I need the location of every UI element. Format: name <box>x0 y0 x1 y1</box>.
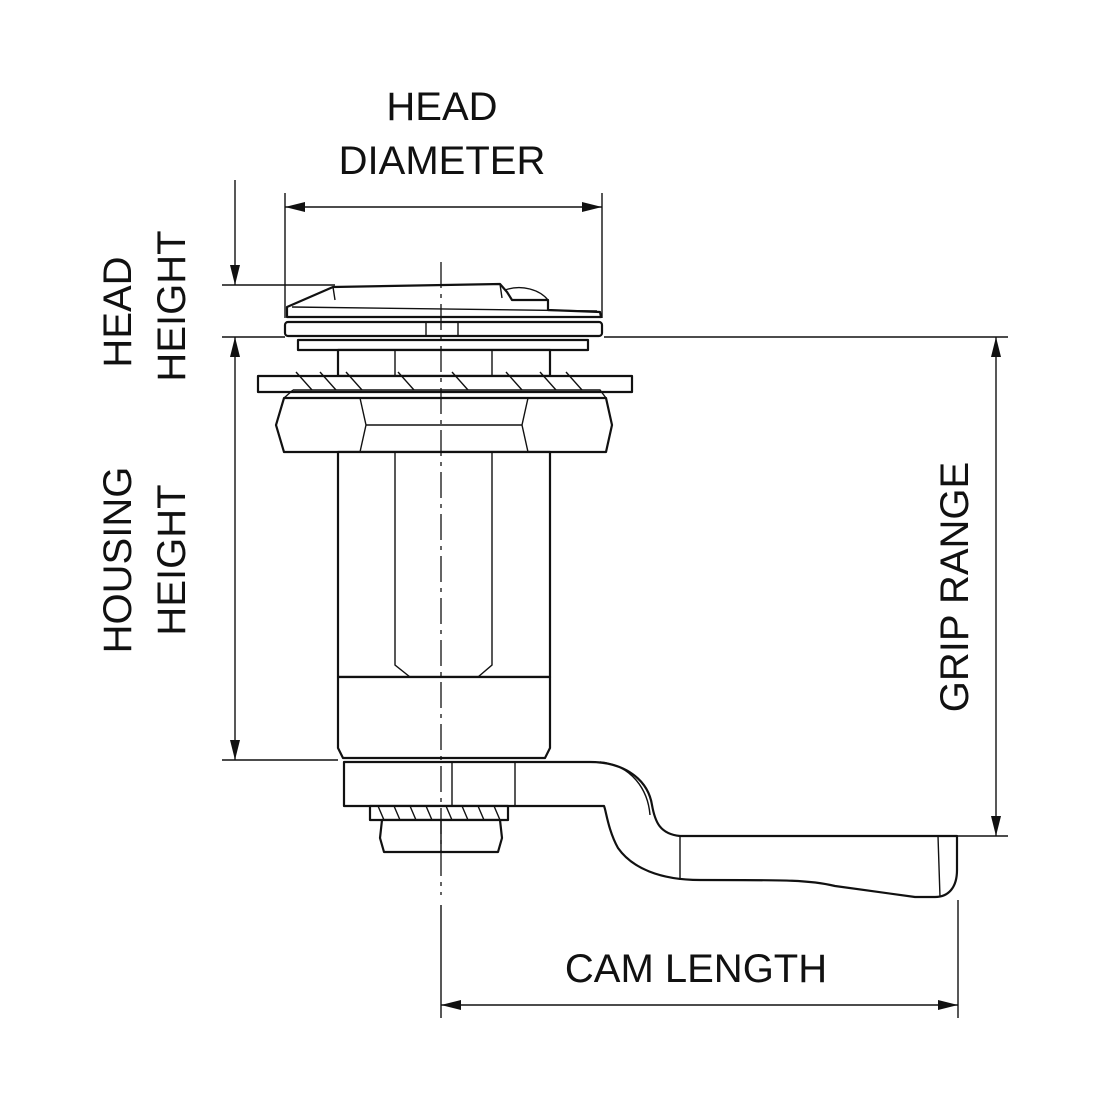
grip-range-label: GRIP RANGE <box>933 462 977 712</box>
head-height-label-line2: HEIGHT <box>150 230 194 381</box>
housing-barrel <box>336 450 552 760</box>
head-diameter-dimension: HEAD DIAMETER <box>284 85 603 318</box>
cam-length-dimension: CAM LENGTH <box>440 900 959 1018</box>
head-diameter-label-line1: HEAD <box>386 85 497 129</box>
cam-length-label: CAM LENGTH <box>565 947 827 991</box>
head-height-label-line1: HEAD <box>96 256 140 367</box>
housing-height-label-line2: HEIGHT <box>150 484 194 635</box>
housing-height-label-line1: HOUSING <box>96 467 140 654</box>
lock-head <box>283 282 604 352</box>
grip-range-dimension: GRIP RANGE <box>604 336 1008 837</box>
lock-washer <box>256 348 634 394</box>
housing-height-dimension: HOUSING HEIGHT <box>96 337 338 761</box>
hex-nut <box>274 389 614 454</box>
head-height-dimension: HEAD HEIGHT <box>96 180 335 382</box>
cam-lock-drawing <box>256 282 959 899</box>
base-nut <box>368 804 510 854</box>
head-diameter-label-line2: DIAMETER <box>339 139 546 183</box>
cam-arm <box>342 760 959 899</box>
